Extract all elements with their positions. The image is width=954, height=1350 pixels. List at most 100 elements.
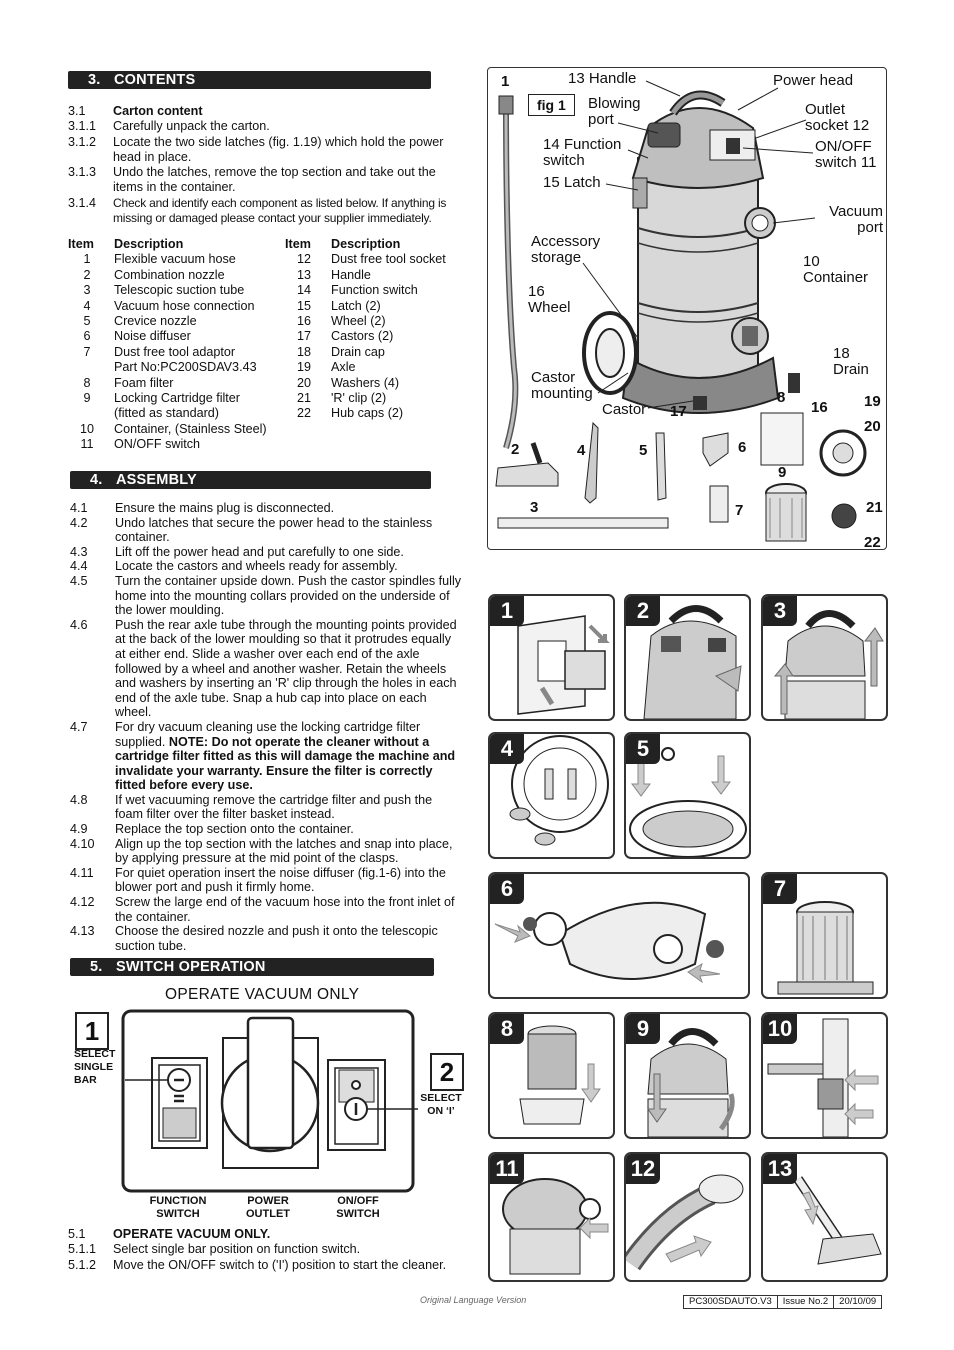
item-text-main: Carefully unpack the carton. — [113, 119, 270, 134]
label-6: 6 — [738, 439, 747, 456]
item-text: Undo latches that secure the power head … — [115, 516, 462, 545]
item-description: Latch (2) — [331, 298, 381, 313]
item-text-main: For quiet operation insert the noise dif… — [115, 865, 446, 895]
assembly-list: 4.1 Ensure the mains plug is disconnected… — [70, 501, 462, 953]
item-description: Flexible vacuum hose — [114, 252, 236, 267]
item-number: 14 — [296, 283, 311, 298]
item-description: Combination nozzle — [114, 267, 225, 282]
replace-top-illustration — [647, 1028, 735, 1137]
item-number: 5.1.1 — [68, 1242, 97, 1257]
step-panel-10: 10 — [761, 1012, 888, 1139]
list-item: 3.1.1 Carefully unpack the carton. — [68, 119, 460, 134]
wall-socket-illustration — [517, 615, 610, 715]
item-number — [68, 360, 106, 375]
item-text: Carefully unpack the carton. — [113, 119, 460, 134]
item-number: 4.9 — [70, 822, 88, 837]
item-text: If wet vacuuming remove the cartridge fi… — [115, 793, 462, 822]
list-item: 5.1.2 Move the ON/OFF switch to ('I') pos… — [68, 1258, 468, 1273]
item-number: 4.4 — [70, 559, 88, 574]
item-description: Telescopic suction tube — [114, 283, 245, 298]
description-header: Description — [114, 237, 184, 251]
item-text-main: Select single bar position on function s… — [113, 1242, 361, 1257]
item-number: 15 — [296, 298, 311, 313]
label-8: 8 — [777, 389, 786, 406]
item-text: Lift off the power head and put carefull… — [115, 545, 462, 560]
label-container: 10 Container — [803, 253, 869, 286]
item-number: 16 — [296, 314, 311, 329]
footer-date: 20/10/09 — [839, 1296, 877, 1307]
label-onoff-switch: ON/OFF switch 11 — [815, 138, 877, 171]
item-number: 3.1.1 — [68, 119, 97, 134]
item-number: 4.1 — [70, 501, 88, 515]
step2-box: 2 — [430, 1053, 464, 1091]
item-number: 2 — [83, 267, 91, 282]
label-vacuum-port: Vacuum port — [829, 203, 883, 236]
item-number: 3.1.3 — [68, 165, 97, 180]
step-panel-11: 11 — [488, 1152, 615, 1282]
switch-header: 5.SWITCH OPERATION — [70, 958, 434, 976]
item-text-main: Locate the two side latches (fig. 1.19) … — [113, 134, 444, 164]
footer-info: PC300SDAUTO.V3 Issue No.2 20/10/09 — [683, 1295, 883, 1309]
label-21: 21 — [866, 499, 883, 516]
fig1-title: fig 1 — [528, 94, 575, 116]
label-2: 2 — [511, 441, 520, 458]
item-text-main: Ensure the mains plug is disconnected. — [115, 501, 335, 515]
item-text-main: Carton content — [113, 104, 203, 118]
function-switch-caption: FUNCTION SWITCH — [149, 1195, 207, 1220]
item-number: 11 — [80, 437, 94, 452]
step-panel-3: 3 — [761, 594, 888, 721]
latch-illustration — [643, 605, 742, 719]
step-panel-1: 1 — [488, 594, 615, 721]
step2-text: SELECT ON ‘I’ — [420, 1092, 462, 1117]
item-number: 3 — [83, 283, 91, 298]
switch-panel-diagram — [121, 1009, 418, 1193]
label-power-head: Power head — [773, 72, 854, 89]
empty-cell — [323, 437, 496, 452]
label-castor-mounting: Castor mounting — [531, 369, 593, 402]
item-header: Item — [285, 237, 311, 251]
item-number: 4.7 — [70, 719, 88, 734]
label-1: 1 — [501, 73, 510, 90]
step-panel-5: 5 — [624, 732, 751, 859]
item-description: Container, (Stainless Steel) — [114, 421, 267, 436]
item-text-main: Locate the castors and wheels ready for … — [115, 559, 398, 574]
item-text-main: Undo the latches, remove the top section… — [113, 165, 436, 195]
item-text: For quiet operation insert the noise dif… — [115, 866, 462, 895]
item-text: Align up the top section with the latche… — [115, 837, 462, 866]
item-text: Undo the latches, remove the top section… — [113, 165, 460, 196]
item-text: Locate the two side latches (fig. 1.19) … — [113, 135, 460, 166]
footer-issue: Issue No.2 — [778, 1296, 835, 1308]
list-item: 4.4 Locate the castors and wheels ready f… — [70, 559, 462, 574]
step-panel-9: 9 — [624, 1012, 751, 1139]
empty-cell — [279, 422, 323, 437]
item-description: Wheel (2) — [331, 314, 386, 329]
label-handle: 13 Handle — [568, 70, 637, 87]
item-header: Item — [68, 237, 94, 251]
item-number: 5.1.2 — [68, 1257, 97, 1272]
item-text-main: Align up the top section with the latche… — [115, 836, 453, 866]
item-number: 4.3 — [70, 544, 88, 559]
step-panel-13: 13 — [761, 1152, 888, 1282]
label-7: 7 — [735, 502, 744, 519]
item-description: Crevice nozzle — [114, 314, 197, 329]
empty-cell — [279, 437, 323, 452]
item-number: 1 — [83, 252, 91, 267]
item-number: 10 — [79, 421, 94, 436]
item-text: Check and identify each component as lis… — [113, 196, 460, 227]
item-text: Move the ON/OFF switch to ('I') position… — [113, 1258, 468, 1273]
